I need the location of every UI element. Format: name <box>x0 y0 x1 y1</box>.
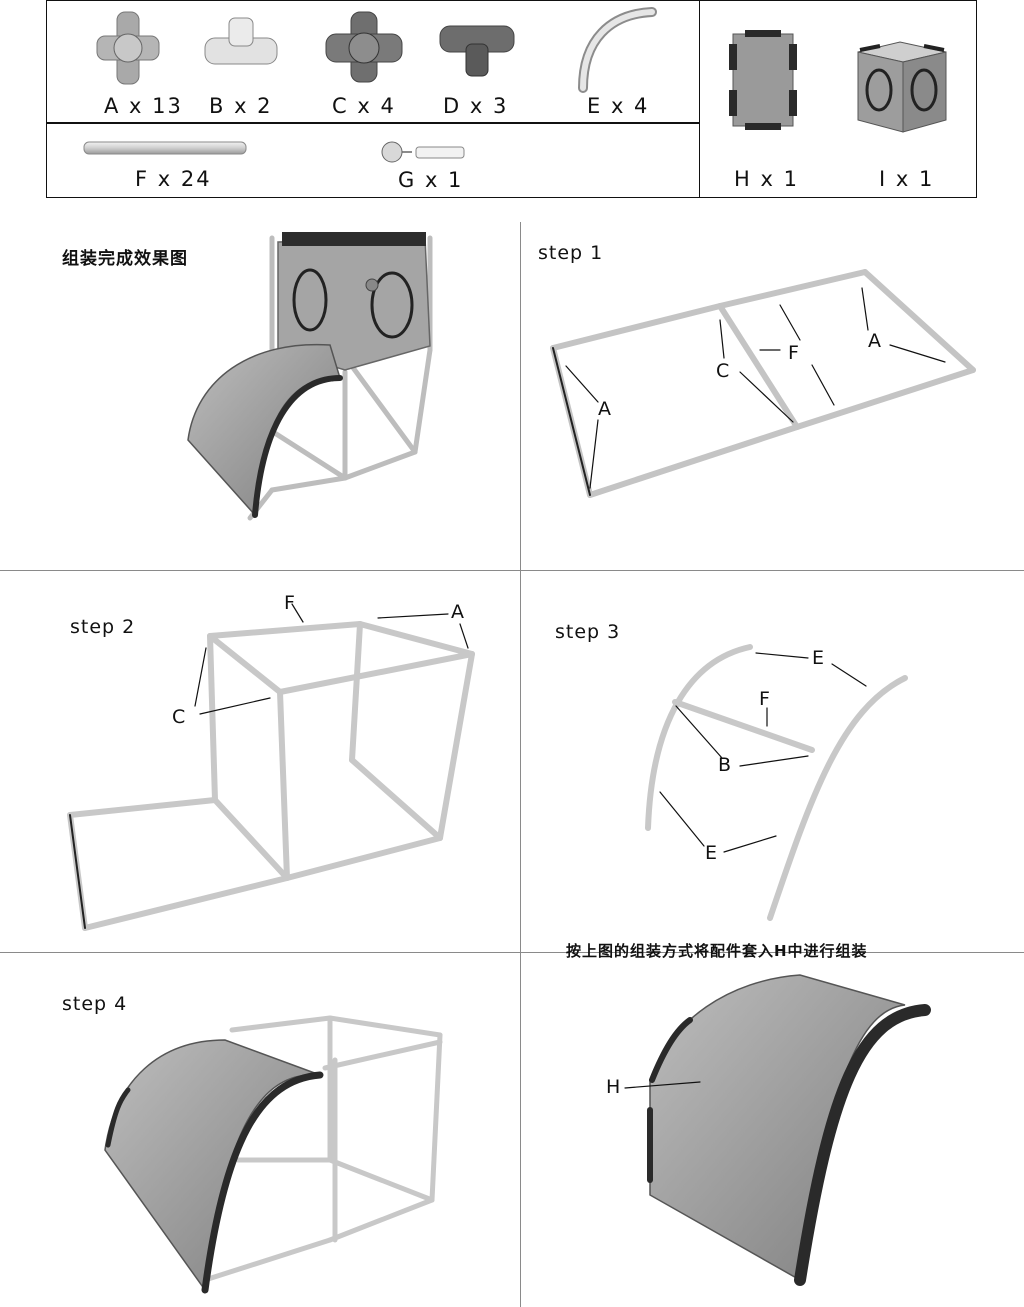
step2-title: step 2 <box>70 616 136 638</box>
part-c-connector <box>325 11 403 83</box>
part-g-ball-toy <box>381 141 465 163</box>
step3-drawing <box>645 644 908 921</box>
part-f-label: F x 24 <box>135 167 212 191</box>
step3-callout-b: B <box>718 754 732 776</box>
step1-callout-a2: A <box>868 330 881 352</box>
parts-box-divider <box>46 122 700 124</box>
step3-callout-e2: E <box>705 842 718 864</box>
part-h-panel <box>729 30 797 130</box>
part-h-label: H x 1 <box>734 167 799 191</box>
step1-callout-lines <box>565 287 946 489</box>
grid-divider-vertical <box>520 222 521 1307</box>
part-c-label: C x 4 <box>332 94 396 118</box>
final-title: 按上图的组装方式将配件套入H中进行组装 <box>566 942 868 960</box>
step3-callout-lines <box>659 652 867 853</box>
part-d-label: D x 3 <box>443 94 509 118</box>
finished-product-drawing <box>187 232 433 521</box>
step1-callout-f: F <box>788 342 799 364</box>
part-a-connector <box>96 11 160 85</box>
grid-divider-row2 <box>0 952 1024 953</box>
finished-title: 组装完成效果图 <box>62 249 188 269</box>
part-e-curved-pipe <box>578 7 657 93</box>
part-i-label: I x 1 <box>879 167 935 191</box>
part-b-connector <box>204 17 278 65</box>
part-e-label: E x 4 <box>587 94 650 118</box>
step1-title: step 1 <box>538 242 604 264</box>
final-callout-lines <box>624 1081 701 1089</box>
step2-callout-lines <box>194 603 469 715</box>
step2-drawing <box>67 621 475 931</box>
part-f-straight-pipe <box>83 141 247 155</box>
step1-callout-c: C <box>716 360 730 382</box>
part-i-cube-box <box>857 41 947 133</box>
step2-callout-f: F <box>284 592 295 614</box>
step2-callout-a: A <box>451 601 464 623</box>
grid-divider-row1 <box>0 570 1024 571</box>
step3-title: step 3 <box>555 621 621 643</box>
part-a-label: A x 13 <box>104 94 183 118</box>
part-g-label: G x 1 <box>398 168 464 192</box>
parts-box-side <box>699 0 977 198</box>
step1-drawing <box>550 269 976 498</box>
step4-title: step 4 <box>62 993 128 1015</box>
step1-callout-a: A <box>598 398 611 420</box>
final-callout-h: H <box>606 1076 621 1098</box>
final-h-drawing <box>647 974 931 1286</box>
part-d-connector <box>439 25 515 77</box>
step4-drawing <box>104 1015 443 1294</box>
part-b-label: B x 2 <box>209 94 273 118</box>
step2-callout-c: C <box>172 706 186 728</box>
step3-callout-f: F <box>759 688 770 710</box>
step3-callout-e1: E <box>812 647 825 669</box>
